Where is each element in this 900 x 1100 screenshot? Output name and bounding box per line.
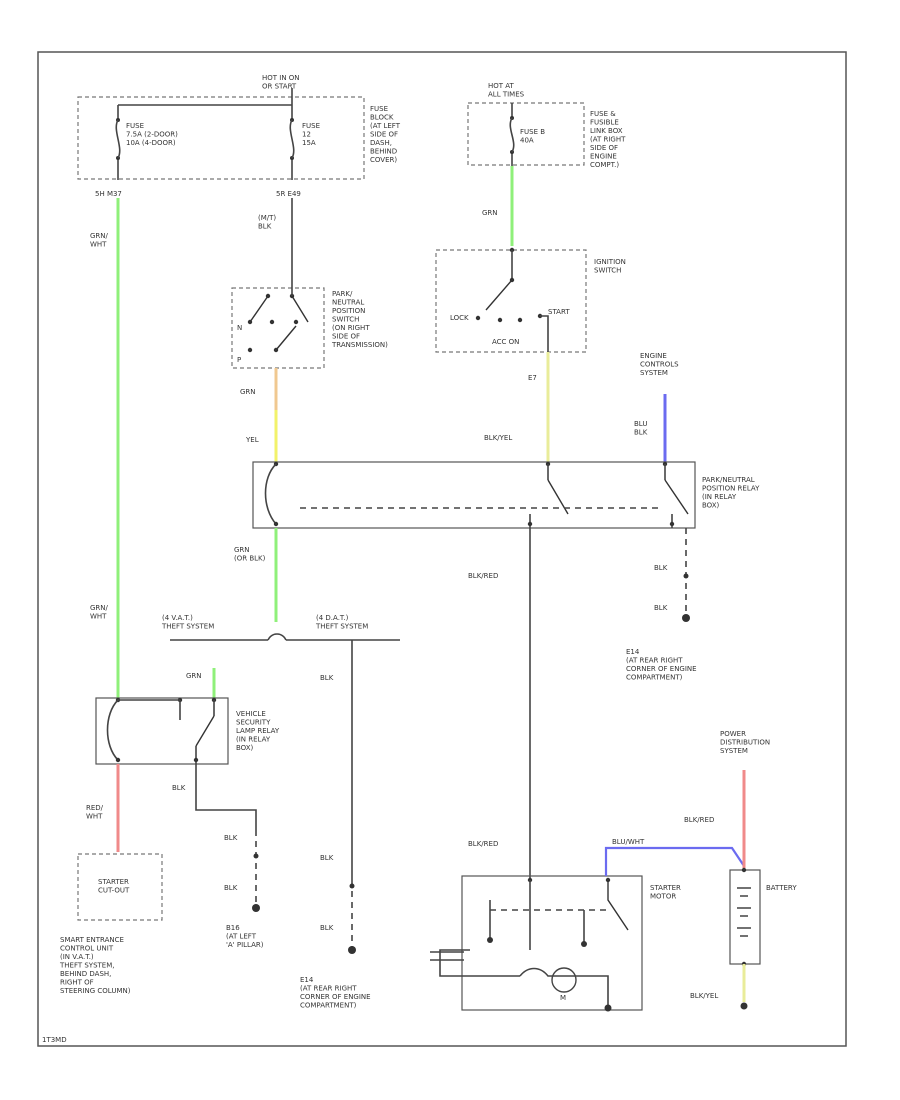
grn-label-3: GRN [186,672,202,680]
acc-on-label: ACC ON [492,338,519,346]
wire-code-left: 5H M37 [95,190,122,198]
blk-yel-label-2: BLK/YEL [690,992,718,1000]
starter-cutout-box [77,853,163,921]
blk-label-6: BLK [320,674,334,682]
fuse-block-box [77,96,365,180]
blu-wht-label: BLU/WHT [612,838,645,846]
security-relay-box [95,697,229,765]
ground-e14-2 [348,946,356,954]
blk-label-7: BLK [320,854,334,862]
grn-or-blk-label: GRN(OR BLK) [234,546,266,563]
starter-motor-box [461,875,643,1011]
blk-red-label-1: BLK/RED [468,572,498,580]
fusible-link-box [467,102,585,166]
blk-red-label-3: BLK/RED [684,816,714,824]
battery-box [729,869,761,965]
lock-label: LOCK [450,314,469,322]
theft-right-label: (4 D.A.T.)THEFT SYSTEM [315,614,368,631]
wire-code-mid: 5R E49 [276,190,301,198]
motor-symbol [551,967,577,993]
wire-grn-wht-label-1: GRN/WHT [90,232,109,249]
wire-blu-wht-battery [604,846,745,876]
mt-blk-label: (M/T)BLK [258,214,276,231]
blk-label-4: BLK [224,834,238,842]
blk-label-2: BLK [654,604,668,612]
start-label: START [548,308,570,316]
blk-label-8: BLK [320,924,334,932]
ignition-switch-box [435,249,587,353]
fuse-bus-wire [118,88,293,106]
battery-label: BATTERY [766,884,797,892]
blk-yel-label-1: BLK/YEL [484,434,512,442]
grn-label-1: GRN [482,209,498,217]
wire-grn-wht-label-2: GRN/WHT [90,604,109,621]
motor-m-label: M [560,994,566,1002]
blk-label-3: BLK [172,784,186,792]
footer-code: 1T3MD [42,1036,67,1044]
b16-description: B16(AT LEFT'A' PILLAR) [226,924,264,949]
blk-label-1: BLK [654,564,668,572]
diagram-frame [37,51,847,1047]
grn-label-2: GRN [240,388,256,396]
fuse-left-symbol [115,119,121,159]
blk-label-5: BLK [224,884,238,892]
yel-label: YEL [245,436,259,444]
ground-e14 [682,614,690,622]
p-position-label: P [237,356,241,364]
park-neutral-relay-box [252,461,696,529]
fuse-mid-symbol [289,119,295,159]
blk-red-label-2: BLK/RED [468,840,498,848]
park-neutral-switch-box [231,287,325,369]
theft-left-label: (4 V.A.T.)THEFT SYSTEM [161,614,214,631]
battery-cells [737,887,751,937]
red-wht-label: RED/WHT [86,804,104,821]
relay-coil [264,463,277,525]
n-position-label: N [237,324,242,332]
ground-b16 [252,904,260,912]
e7-label: E7 [528,374,537,382]
